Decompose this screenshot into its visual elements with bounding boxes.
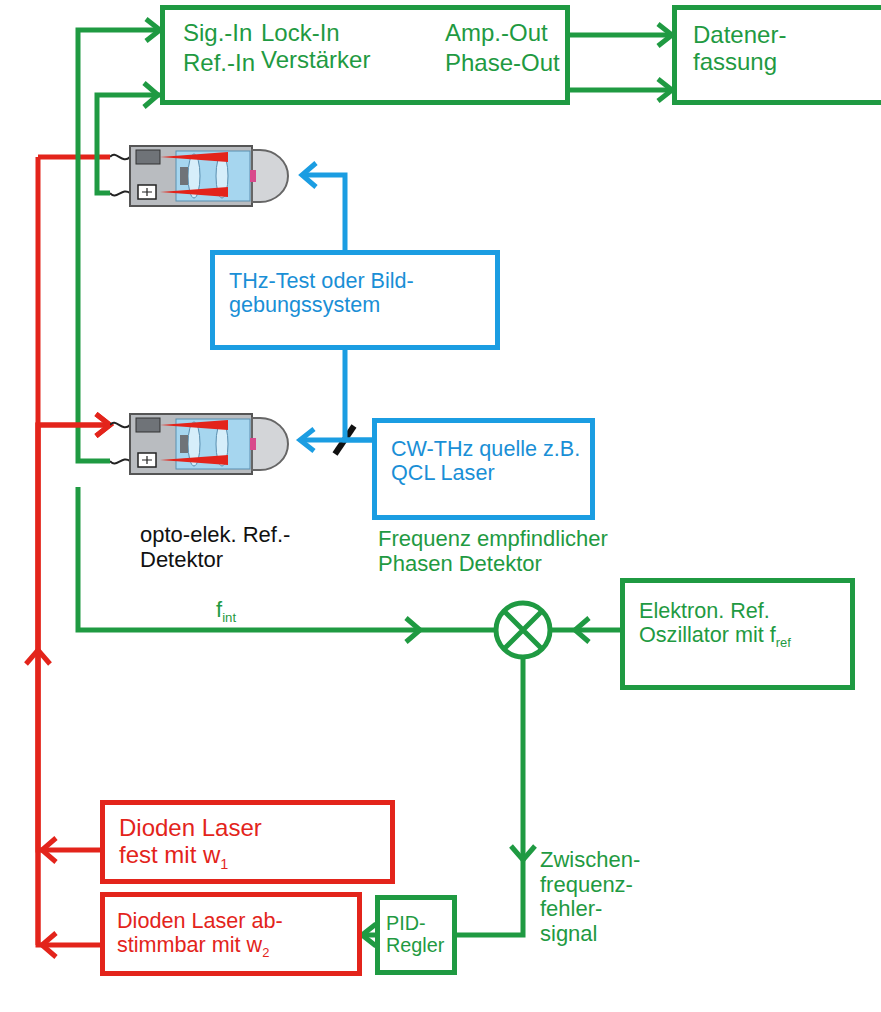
- box-text: PID- Regler: [380, 900, 464, 968]
- pid-box: PID- Regler: [375, 895, 457, 975]
- port-label: Ref.-In: [183, 50, 255, 77]
- lock-in-box: Sig.-InRef.-InLock-In Verstärker Amp.-Out…: [160, 5, 570, 105]
- box-label: PID- Regler: [386, 912, 444, 956]
- box-text: Elektron. Ref. Oszillator mit fref: [625, 583, 868, 663]
- laser-box: Dioden Laser fest mit w1: [100, 800, 395, 884]
- thz-beam: [302, 163, 345, 250]
- port-label: Phase-Out: [445, 50, 560, 77]
- box-label: CW-THz quelle z.B. QCL Laser: [391, 436, 580, 485]
- subscript: int: [222, 610, 236, 625]
- laser-box: Dioden Laser ab- stimmbar mit w2: [100, 892, 362, 976]
- box-label: Dioden Laser ab- stimmbar mit w: [117, 908, 283, 957]
- box-label: Datener- fassung: [693, 21, 786, 75]
- caption-label: Frequenz empfindlicher Phasen Detektor: [378, 527, 688, 576]
- port-label: Sig.-In: [183, 20, 252, 47]
- connector: [38, 414, 110, 850]
- box-text: CW-THz quelle z.B. QCL Laser: [377, 423, 605, 499]
- port-label: Lock-In Verstärker: [261, 20, 401, 74]
- data-box: Datener- fassung: [672, 5, 881, 105]
- detector-label: opto-elek. Ref.-Detektor: [140, 523, 298, 572]
- box-label: Dioden Laser fest mit w: [119, 814, 262, 868]
- port-label: Amp.-Out: [445, 20, 548, 47]
- connector: [345, 350, 372, 440]
- box-text: Datener- fassung: [677, 10, 821, 88]
- box-label: THz-Test oder Bild- gebungssystem: [229, 268, 414, 317]
- test-system-box: THz-Test oder Bild- gebungssystem: [210, 250, 500, 350]
- thz-source-box: CW-THz quelle z.B. QCL Laser: [372, 418, 595, 520]
- box-text: Dioden Laser fest mit w1: [105, 805, 303, 879]
- subscript: ref: [776, 635, 791, 650]
- ref-detector: opto-elek. Ref.-Detektor: [110, 405, 300, 580]
- subscript: 1: [220, 856, 228, 872]
- signal-name: f: [216, 597, 222, 622]
- oscillator-box: Elektron. Ref. Oszillator mit fref: [620, 578, 855, 690]
- connector: [570, 79, 672, 101]
- detector-icon: [110, 413, 300, 483]
- connector: [78, 19, 160, 461]
- connector: [362, 924, 376, 946]
- signal-wiring: [78, 83, 620, 935]
- box-text: THz-Test oder Bild- gebungssystem: [215, 255, 511, 331]
- connector: [570, 24, 672, 46]
- subscript: 2: [262, 945, 269, 960]
- signal-name: fint: [216, 598, 276, 623]
- detector-icon: [110, 146, 288, 206]
- box-label: Elektron. Ref. Oszillator mit f: [639, 598, 776, 647]
- laser-wiring: [26, 157, 110, 957]
- signal-label: Zwischen- frequenz- fehler- signal: [540, 848, 655, 947]
- box-text: Dioden Laser ab- stimmbar mit w2: [105, 897, 369, 969]
